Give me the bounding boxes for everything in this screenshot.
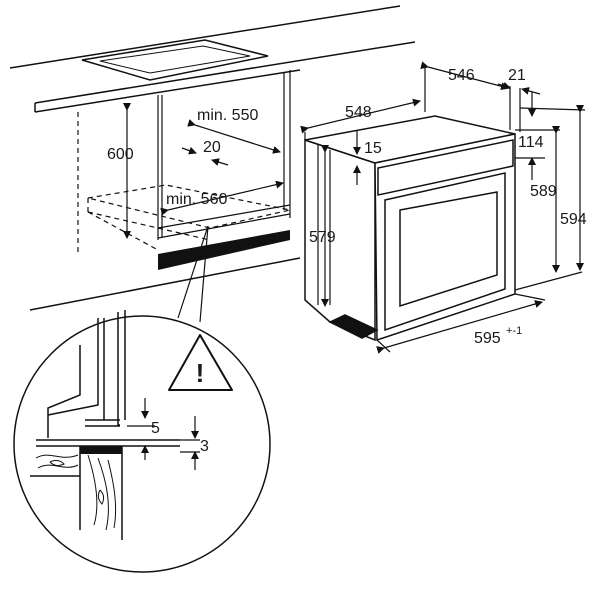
wood-block-front (80, 446, 122, 454)
label-top-to-panel: 114 (518, 134, 544, 151)
oven-rear-flange (317, 145, 331, 305)
oven (304, 115, 516, 342)
label-front-width-tolerance: +-1 (506, 325, 522, 337)
countertop (9, 5, 416, 311)
label-front-width: 595 (474, 330, 501, 347)
detail-callout-leader (177, 225, 209, 323)
detail-profiles (30, 310, 180, 540)
label-cabinet-depth: min. 550 (197, 107, 258, 124)
label-oven-body-height: 579 (309, 229, 336, 246)
label-panel-offset: 21 (508, 67, 526, 84)
label-cabinet-height: 600 (107, 146, 134, 163)
label-detail-gap-lower: 3 (200, 438, 209, 455)
warning-triangle-icon: ! (168, 334, 233, 391)
label-front-inner-height: 589 (530, 183, 557, 200)
label-rear-gap: 20 (203, 139, 221, 156)
label-detail-gap-upper: 5 (151, 420, 160, 437)
hob-cutout (81, 39, 269, 81)
plinth (158, 230, 290, 270)
label-oven-depth-total: 546 (448, 67, 475, 84)
cabinet-dimension-lines (123, 103, 284, 239)
label-front-height: 594 (560, 211, 587, 228)
label-cabinet-width: min. 560 (166, 191, 227, 208)
wood-grain (35, 454, 117, 531)
label-oven-top-depth: 548 (345, 104, 372, 121)
oven-dimension-lines (300, 61, 586, 354)
warning-symbol: ! (196, 358, 205, 388)
detail-callout-circle (13, 315, 271, 573)
detail-dimension-lines (127, 398, 200, 470)
label-top-step: 15 (364, 140, 382, 157)
